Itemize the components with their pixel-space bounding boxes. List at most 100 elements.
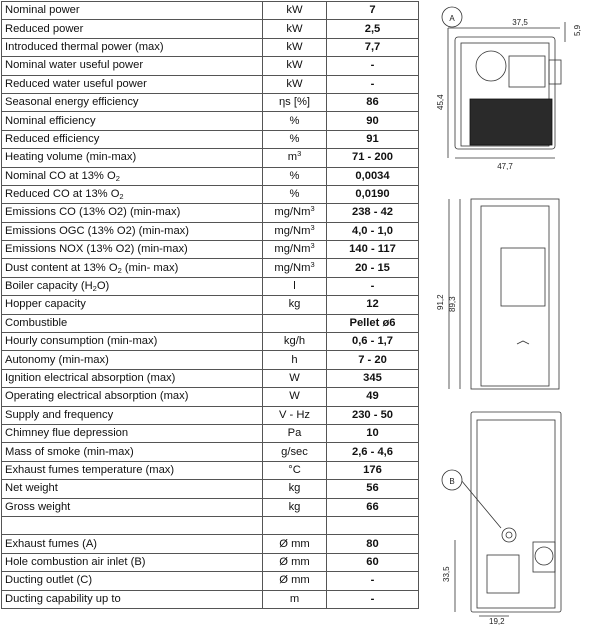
spec-label: Hole combustion air inlet (B) (1, 552, 263, 573)
spec-unit: h (262, 350, 327, 370)
spec-unit: kg (262, 479, 327, 499)
spec-unit: kg (262, 497, 327, 517)
spec-unit: l (262, 276, 327, 297)
dim-depth-top: 47,7 (497, 162, 513, 171)
spec-row: Nominal CO at 13% O2%0,0034 (1, 166, 419, 186)
spec-label: Reduced power (1, 19, 263, 39)
dim-height-top: 45,4 (436, 94, 445, 110)
spec-unit: W (262, 368, 327, 389)
spec-row: Reduced CO at 13% O2%0,0190 (1, 184, 419, 205)
spec-unit: kW (262, 19, 327, 39)
spec-value: - (326, 589, 419, 609)
spec-label: Net weight (1, 479, 263, 499)
spec-value: 4,0 - 1,0 (326, 221, 419, 242)
spec-unit: Ø mm (262, 571, 327, 591)
spec-label: Nominal power (1, 0, 263, 21)
spec-label: Introduced thermal power (max) (1, 37, 263, 58)
spec-unit: ηs [%] (262, 92, 327, 113)
spec-row: Boiler capacity (H2O)l- (1, 276, 419, 297)
callout-b-circle (441, 469, 463, 491)
stove-drawings: A 37,5 5,9 45,4 47,7 91,2 89,3 B 33,5 19… (436, 6, 582, 626)
spec-unit (262, 313, 327, 334)
spec-label: Nominal water useful power (1, 56, 263, 76)
exhaust-fumes-hole-a (475, 50, 507, 82)
spec-label: Mass of smoke (min-max) (1, 442, 263, 462)
spec-label: Reduced water useful power (1, 74, 263, 94)
spec-unit: Ø mm (262, 534, 327, 554)
callout-a: A (449, 14, 455, 23)
spec-unit: V - Hz (262, 405, 327, 425)
spec-label: Heating volume (min-max) (1, 148, 263, 168)
spec-unit: % (262, 184, 327, 205)
spec-label: Exhaust fumes temperature (max) (1, 460, 263, 481)
spec-value: 20 - 15 (326, 258, 419, 278)
spec-label: Hourly consumption (min-max) (1, 332, 263, 352)
spec-unit (262, 515, 327, 536)
spec-label: Emissions CO (13% O2) (min-max) (1, 203, 263, 223)
spec-unit: mg/Nm3 (262, 203, 327, 223)
spec-unit: kW (262, 56, 327, 76)
spec-label: Nominal efficiency (1, 111, 263, 131)
spec-unit: mg/Nm3 (262, 240, 327, 260)
spec-unit: m (262, 589, 327, 609)
spec-label: Ducting capability up to (1, 589, 263, 609)
spec-label: Reduced CO at 13% O2 (1, 184, 263, 205)
air-inlet-hole-b (501, 527, 517, 543)
spec-label: Dust content at 13% O2 (min- max) (1, 258, 263, 278)
spec-unit: kW (262, 0, 327, 21)
top-view-drawing (447, 22, 566, 159)
spec-label: Hopper capacity (1, 295, 263, 315)
dim-offset-top: 5,9 (573, 24, 582, 36)
spec-label: Exhaust fumes (A) (1, 534, 263, 554)
spec-label: Nominal CO at 13% O2 (1, 166, 263, 186)
spec-label: Seasonal energy efficiency (1, 92, 263, 113)
dim-total-height: 91,2 (436, 294, 445, 310)
spec-value: Pellet ø6 (326, 313, 419, 334)
spec-unit: kg (262, 295, 327, 315)
spec-row: Nominal efficiency%90 (1, 111, 419, 131)
spec-unit: kW (262, 37, 327, 58)
rear-view-drawing (454, 411, 562, 617)
spec-row: Combustible Pellet ø6 (1, 313, 419, 334)
spec-unit: °C (262, 460, 327, 481)
spec-label: Autonomy (min-max) (1, 350, 263, 370)
spec-unit: mg/Nm3 (262, 258, 327, 278)
spec-label (1, 515, 263, 536)
spec-label: Supply and frequency (1, 405, 263, 425)
spec-row: Reduced efficiency%91 (1, 129, 419, 150)
spec-unit: kW (262, 74, 327, 94)
spec-value: 71 - 200 (326, 148, 419, 168)
spec-row (1, 515, 419, 536)
spec-label: Ignition electrical absorption (max) (1, 368, 263, 389)
spec-unit: Pa (262, 423, 327, 444)
spec-label: Operating electrical absorption (max) (1, 387, 263, 407)
spec-label: Gross weight (1, 497, 263, 517)
dim-width-top: 37,5 (512, 18, 528, 27)
spec-label: Boiler capacity (H2O) (1, 276, 263, 297)
spec-label: Emissions NOX (13% O2) (min-max) (1, 240, 263, 260)
dim-rear-height: 33,5 (442, 566, 451, 582)
spec-label: Combustible (1, 313, 263, 334)
spec-unit: kg/h (262, 332, 327, 352)
spec-unit: % (262, 166, 327, 186)
